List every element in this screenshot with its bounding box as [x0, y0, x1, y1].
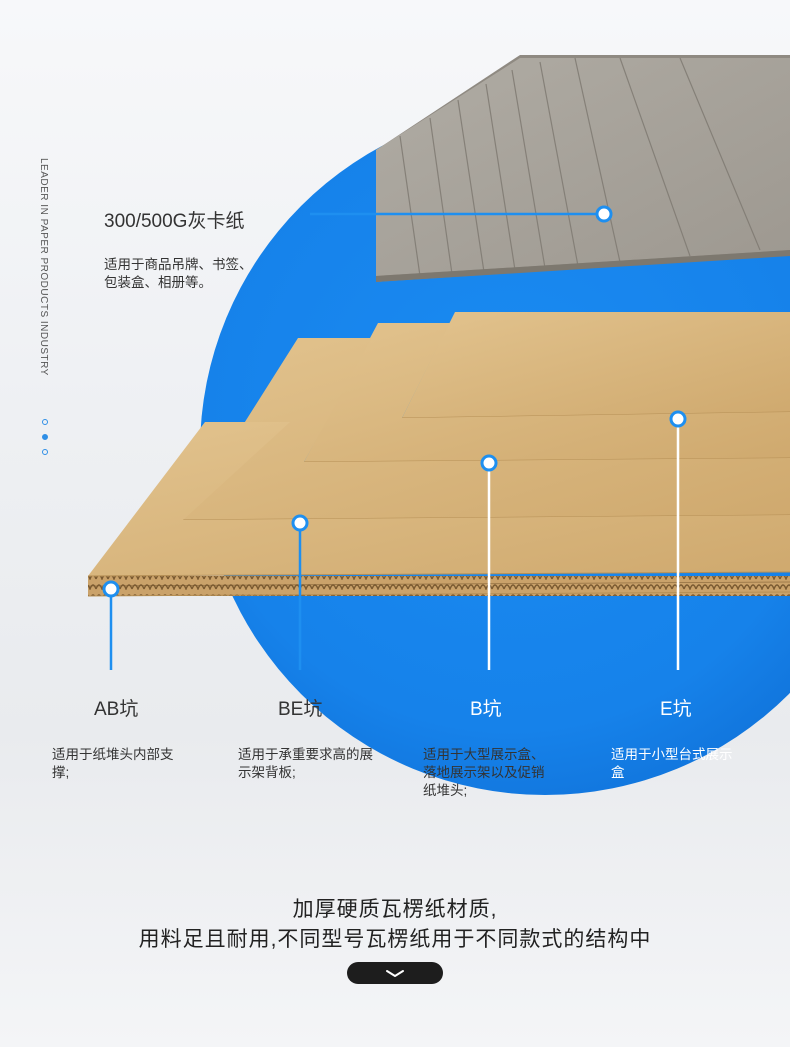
e-flute-sheet	[401, 312, 790, 425]
flute-label-ab: AB坑	[94, 699, 139, 720]
headline-line-2: 用料足且耐用,不同型号瓦楞纸用于不同款式的结构中	[138, 928, 652, 951]
gray-card-callout	[310, 205, 613, 223]
side-slogan: LEADER IN PAPER PRODUCTS INDUSTRY	[38, 158, 49, 376]
ab-flute-sheet	[87, 422, 790, 597]
gray-card-title: 300/500G灰卡纸	[104, 211, 245, 232]
pagination-dot-2[interactable]	[42, 434, 48, 440]
flute-callout-markers	[102, 410, 687, 598]
gray-card-description: 适用于商品吊牌、书签、包装盒、相册等。	[104, 257, 253, 290]
scroll-down-button[interactable]	[347, 962, 443, 984]
flute-callouts	[109, 426, 680, 670]
gray-board-stack	[376, 55, 790, 282]
flute-label-b: B坑	[470, 699, 502, 720]
headline-line-1: 加厚硬质瓦楞纸材质,	[292, 898, 498, 921]
flute-label-e: E坑	[660, 699, 692, 720]
pagination-dot-1[interactable]	[42, 419, 48, 425]
flute-desc-be: 适用于承重要求高的展示架背板;	[238, 747, 373, 780]
flute-label-be: BE坑	[278, 699, 323, 720]
flute-desc-b: 适用于大型展示盒、落地展示架以及促销纸堆头;	[423, 747, 545, 798]
flute-desc-e: 适用于小型台式展示盒	[611, 747, 733, 780]
pagination-dot-3[interactable]	[42, 449, 48, 455]
flute-desc-ab: 适用于纸堆头内部支撑;	[52, 747, 174, 780]
chevron-down-icon	[386, 970, 404, 977]
